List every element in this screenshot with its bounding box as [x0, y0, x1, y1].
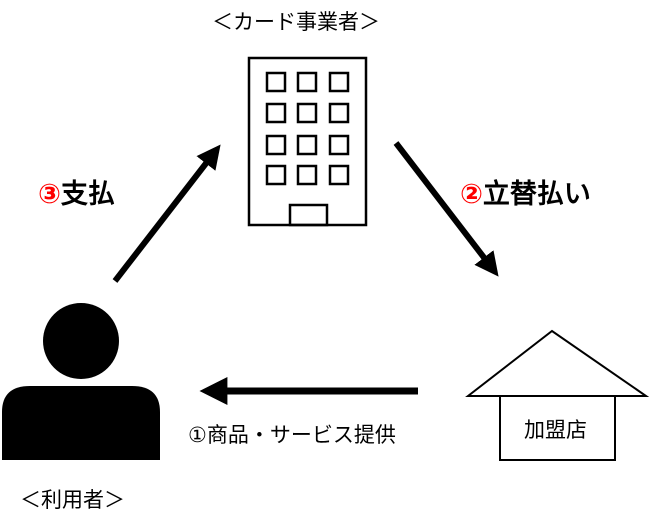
flow-number: ① [188, 423, 207, 447]
flow-text: 商品・サービス提供 [206, 423, 396, 447]
arrow-advance-payment [393, 141, 499, 277]
user-label: ＜利用者＞ [20, 488, 125, 512]
flow-text: 支払 [60, 179, 115, 210]
flow-number: ③ [38, 179, 61, 210]
building-icon [247, 56, 368, 227]
store-icon [465, 329, 650, 461]
flow-number: ② [460, 179, 483, 210]
flow-advance-label: ②立替払い [460, 172, 591, 211]
flow-goods-label: ①商品・サービス提供 [188, 419, 396, 449]
arrow-payment [112, 144, 221, 283]
flow-text: 立替払い [482, 179, 591, 210]
user-icon [2, 303, 160, 460]
flow-payment-label: ③支払 [38, 172, 115, 211]
merchant-label: 加盟店 [524, 418, 587, 442]
card-company-label: ＜カード事業者＞ [212, 10, 380, 34]
